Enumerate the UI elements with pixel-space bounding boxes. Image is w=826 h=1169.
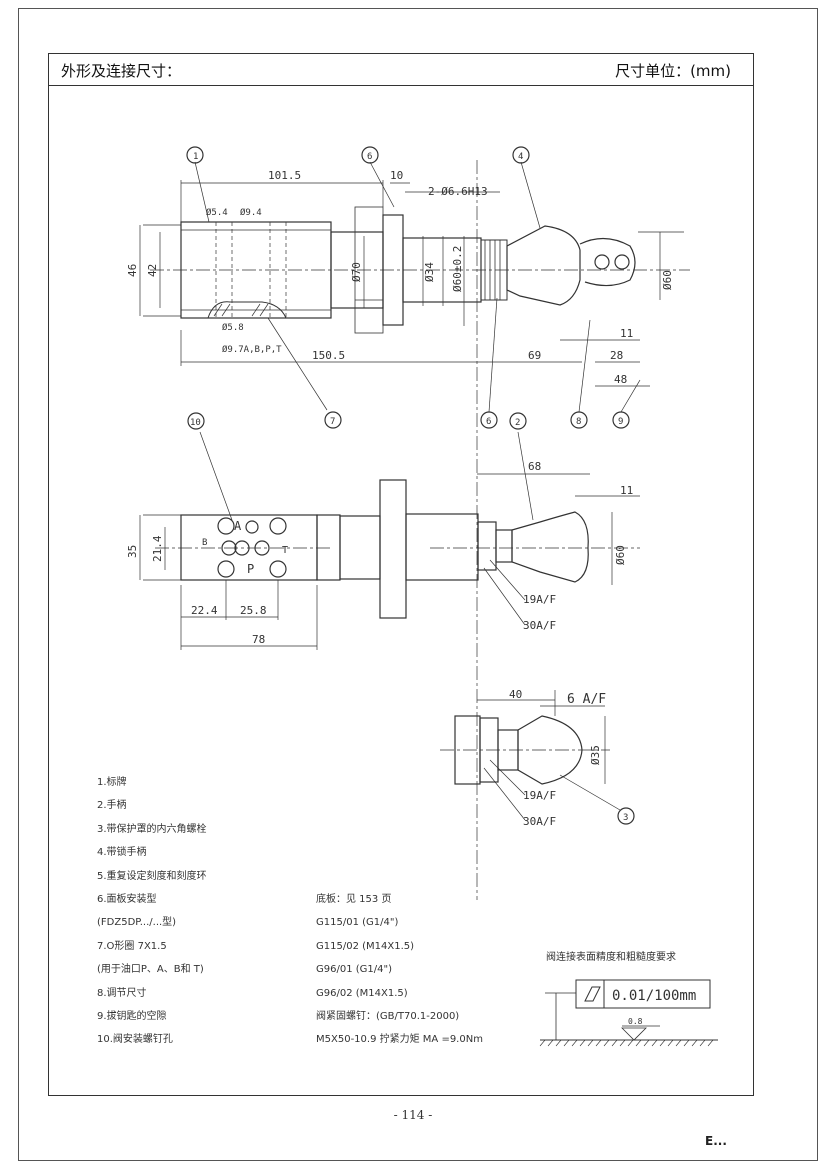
dim-48: 48 bbox=[614, 373, 627, 386]
dim-35-bottom: Ø35 bbox=[589, 745, 602, 765]
subplate-legend: 底板：见 153 页 G115/01 (G1/4") G115/02 (M14X… bbox=[316, 888, 483, 1052]
dim-46: 46 bbox=[126, 264, 139, 277]
dim-40: 40 bbox=[509, 688, 522, 701]
dim-68: 68 bbox=[528, 460, 541, 473]
dim-78: 78 bbox=[252, 633, 265, 646]
dim-25-8: 25.8 bbox=[240, 604, 267, 617]
callout-8: 8 bbox=[576, 417, 581, 427]
dim-22-4: 22.4 bbox=[191, 604, 218, 617]
legend-right-item: M5X50-10.9 拧紧力矩 MA =9.0Nm bbox=[316, 1034, 483, 1046]
top-lock-handle bbox=[506, 225, 581, 306]
corner-mark: E... bbox=[705, 1134, 727, 1148]
callout-10: 10 bbox=[190, 418, 201, 428]
legend-right-item: G115/01 (G1/4") bbox=[316, 917, 399, 929]
port-b: B bbox=[202, 538, 207, 548]
dim-5-4: Ø5.4 bbox=[206, 207, 228, 218]
front-flange bbox=[379, 479, 407, 619]
front-view bbox=[139, 412, 640, 650]
surface-requirement bbox=[539, 979, 718, 1047]
af-19-front: 19A/F bbox=[523, 593, 556, 606]
legend-item: 10.阀安装螺钉孔 bbox=[97, 1034, 173, 1046]
legend-right-item: G96/02 (M14X1.5) bbox=[316, 987, 408, 999]
callout-4: 4 bbox=[518, 152, 523, 162]
bottom-view bbox=[440, 690, 635, 825]
flatness-value: 0.01/100mm bbox=[612, 988, 696, 1004]
port-a: A bbox=[234, 519, 242, 533]
dim-10: 10 bbox=[390, 169, 403, 182]
top-view bbox=[139, 146, 690, 900]
dim-150-5: 150.5 bbox=[312, 349, 345, 362]
dim-holes: 2-Ø6.6H13 bbox=[428, 185, 488, 198]
top-key bbox=[579, 237, 636, 287]
callout-1: 1 bbox=[193, 152, 198, 162]
page-number: - 114 - bbox=[393, 1108, 433, 1122]
legend-item: 3.带保护罩的内六角螺栓 bbox=[97, 823, 207, 835]
dim-11-front: 11 bbox=[620, 484, 633, 497]
legend-item: (用于油口P、A、B和 T) bbox=[97, 964, 204, 976]
legend-item: 2.手柄 bbox=[97, 800, 127, 812]
legend-right-item: G115/02 (M14X1.5) bbox=[316, 940, 415, 952]
dim-42: 42 bbox=[146, 264, 159, 277]
unit-label: 尺寸单位：(mm) bbox=[615, 62, 731, 80]
dim-101-5: 101.5 bbox=[268, 169, 301, 182]
af-19-bottom: 19A/F bbox=[523, 789, 556, 802]
dim-60-front: Ø60 bbox=[614, 545, 627, 565]
dim-35: 35 bbox=[126, 545, 139, 558]
legend-right-item: 阀紧固螺钉：(GB/T70.1-2000) bbox=[316, 1010, 460, 1022]
section-title: 外形及连接尺寸： bbox=[61, 62, 182, 80]
af-30-front: 30A/F bbox=[523, 619, 556, 632]
legend-item: (FDZ5DP.../...型) bbox=[97, 917, 177, 929]
port-t: T bbox=[282, 545, 288, 556]
header-bar: 外形及连接尺寸： 尺寸单位：(mm) bbox=[49, 54, 753, 86]
page-border bbox=[18, 8, 818, 1161]
roughness-value: 0.8 bbox=[628, 1017, 643, 1026]
port-p: P bbox=[247, 562, 254, 576]
callout-7: 7 bbox=[330, 417, 335, 427]
legend-item: 4.带锁手柄 bbox=[97, 847, 147, 859]
callout-6a: 6 bbox=[367, 152, 372, 162]
dim-69: 69 bbox=[528, 349, 541, 362]
dim-21-4: 21.4 bbox=[151, 535, 164, 562]
front-shaft bbox=[405, 513, 479, 581]
legend-right-item: G96/01 (G1/4") bbox=[316, 964, 392, 976]
callout-2: 2 bbox=[515, 418, 520, 428]
parts-legend: 1.标牌 2.手柄 3.带保护罩的内六角螺栓 4.带锁手柄 5.重复设定刻度和刻… bbox=[97, 771, 207, 1052]
dim-60-top: Ø60 bbox=[661, 270, 674, 290]
dim-11-top: 11 bbox=[620, 327, 633, 340]
dim-70: Ø70 bbox=[350, 262, 363, 282]
dim-5-8: Ø5.8 bbox=[222, 322, 244, 333]
legend-item: 6.面板安装型 bbox=[97, 893, 157, 905]
dim-28: 28 bbox=[610, 349, 623, 362]
legend-item: 5.重复设定刻度和刻度环 bbox=[97, 870, 207, 882]
af-6: 6 A/F bbox=[567, 692, 606, 707]
callout-6b: 6 bbox=[486, 417, 491, 427]
af-30-bottom: 30A/F bbox=[523, 815, 556, 828]
legend-item: 7.O形圈 7X1.5 bbox=[97, 940, 167, 952]
front-handle bbox=[511, 511, 589, 583]
dim-9-4: Ø9.4 bbox=[240, 207, 262, 218]
dim-34: Ø34 bbox=[423, 262, 436, 282]
legend-right-item: 底板：见 153 页 bbox=[316, 894, 392, 905]
dim-9-7: Ø9.7A,B,P,T bbox=[222, 344, 282, 355]
dim-60-tol: Ø60±0.2 bbox=[451, 246, 464, 292]
legend-item: 8.调节尺寸 bbox=[97, 987, 147, 999]
legend-item: 9.拔钥匙的空隙 bbox=[97, 1010, 167, 1022]
legend-item: 1.标牌 bbox=[97, 777, 127, 788]
surface-req-title: 阀连接表面精度和粗糙度要求 bbox=[546, 952, 676, 963]
callout-3: 3 bbox=[623, 813, 628, 823]
callout-9: 9 bbox=[618, 417, 623, 427]
drawing-frame: 外形及连接尺寸： 尺寸单位：(mm) bbox=[48, 53, 754, 1096]
